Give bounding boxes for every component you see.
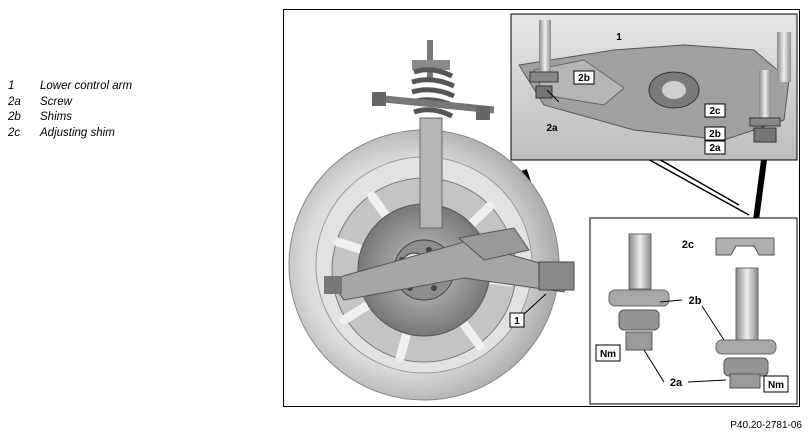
technical-figure: 1 2b 2a 1 2c 2b 2a	[283, 9, 800, 407]
legend: 1 Lower control arm 2a Screw 2b Shims 2c…	[8, 80, 132, 142]
legend-text: Adjusting shim	[40, 126, 115, 139]
nm-label-left: Nm	[600, 349, 616, 360]
legend-row-2b: 2b Shims	[8, 111, 132, 127]
detail-panel-top	[510, 13, 798, 161]
callout-2b-bottom: 2b	[689, 295, 702, 307]
callout-2c-top-right: 2c	[709, 106, 721, 117]
figure-illustration: 1 2b 2a 1 2c 2b 2a	[288, 13, 798, 405]
callout-2a-top-left: 2a	[546, 123, 558, 134]
legend-code: 1	[8, 80, 15, 92]
callout-2b-top-left: 2b	[578, 73, 590, 84]
strut-and-spring	[372, 40, 495, 229]
callout-leader	[523, 293, 547, 315]
callout-2b-top-right: 2b	[709, 129, 721, 140]
legend-text: Shims	[40, 111, 72, 123]
figure-caption: P40.20-2781-06	[730, 420, 802, 431]
lower-control-arm	[324, 227, 575, 301]
callout-1-detail: 1	[616, 32, 622, 43]
callout-2a-top-right: 2a	[709, 143, 721, 154]
legend-code: 2c	[8, 126, 21, 139]
legend-code: 2b	[8, 111, 21, 123]
legend-text: Screw	[40, 95, 72, 108]
legend-row-2c: 2c Adjusting shim	[8, 127, 132, 143]
nm-label-right: Nm	[768, 380, 784, 391]
callout-2a-bottom: 2a	[670, 377, 683, 389]
legend-row-2a: 2a Screw	[8, 96, 132, 112]
callout-1-main: 1	[514, 316, 520, 327]
callout-box	[509, 312, 525, 328]
callout-2c-bottom: 2c	[682, 239, 694, 251]
legend-code: 2a	[8, 95, 21, 108]
legend-row-1: 1 Lower control arm	[8, 80, 132, 96]
detail-panel-bottom	[589, 217, 798, 405]
legend-text: Lower control arm	[40, 80, 133, 92]
